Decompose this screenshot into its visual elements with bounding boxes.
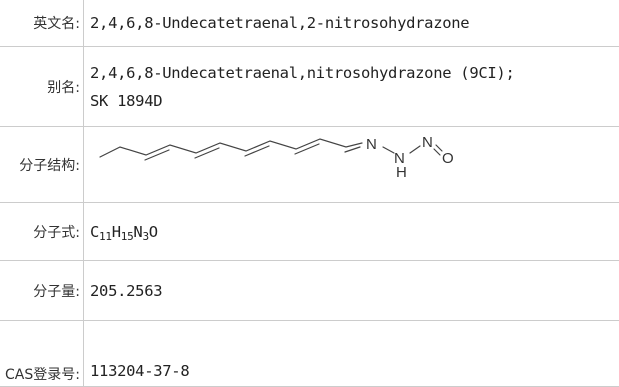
structure-label: 分子结构:	[0, 127, 84, 203]
cas-value: 113204-37-8	[84, 321, 619, 387]
atom-o: O	[442, 150, 453, 167]
alias-line-2: SK 1894D	[90, 87, 619, 115]
mass-value: 205.2563	[84, 261, 619, 321]
double-bond-4	[295, 144, 319, 154]
formula-c-count: 11	[99, 230, 112, 243]
atom-h: H	[396, 164, 407, 181]
row-mass: 分子量: 205.2563	[0, 261, 619, 321]
formula-h: H	[112, 223, 121, 241]
structure-cell: N N H N O	[84, 127, 619, 203]
formula-value: C11H15N3O	[84, 203, 619, 261]
n-n-bond-2	[410, 146, 420, 153]
row-formula: 分子式: C11H15N3O	[0, 203, 619, 261]
alias-line-1: 2,4,6,8-Undecatetraenal,nitrosohydrazone…	[90, 59, 619, 87]
alias-value: 2,4,6,8-Undecatetraenal,nitrosohydrazone…	[84, 47, 619, 127]
atom-n3: N	[422, 134, 433, 151]
row-structure: 分子结构:	[0, 127, 619, 203]
carbon-chain	[100, 139, 362, 157]
molecule-structure-image: N N H N O	[98, 133, 478, 195]
formula-o: O	[149, 223, 158, 241]
atom-n1: N	[366, 136, 377, 153]
structure-wrap: N N H N O	[84, 127, 619, 202]
n-n-bond	[383, 147, 394, 153]
row-cas: CAS登录号: 113204-37-8	[0, 321, 619, 387]
double-bond-2	[195, 148, 219, 158]
formula-h-count: 15	[121, 230, 134, 243]
formula-label: 分子式:	[0, 203, 84, 261]
double-bond-5	[345, 147, 360, 152]
english-name-value: 2,4,6,8-Undecatetraenal,2-nitrosohydrazo…	[84, 0, 619, 47]
double-bond-1	[145, 150, 169, 160]
mass-label: 分子量:	[0, 261, 84, 321]
double-bond-3	[245, 146, 269, 156]
row-english-name: 英文名: 2,4,6,8-Undecatetraenal,2-nitrosohy…	[0, 0, 619, 47]
alias-label: 别名:	[0, 47, 84, 127]
row-alias: 别名: 2,4,6,8-Undecatetraenal,nitrosohydra…	[0, 47, 619, 127]
cas-label: CAS登录号:	[0, 321, 84, 387]
molecule-bonds	[100, 139, 442, 160]
formula-c: C	[90, 223, 99, 241]
n-o-double-bond	[434, 149, 440, 155]
english-name-label: 英文名:	[0, 0, 84, 47]
